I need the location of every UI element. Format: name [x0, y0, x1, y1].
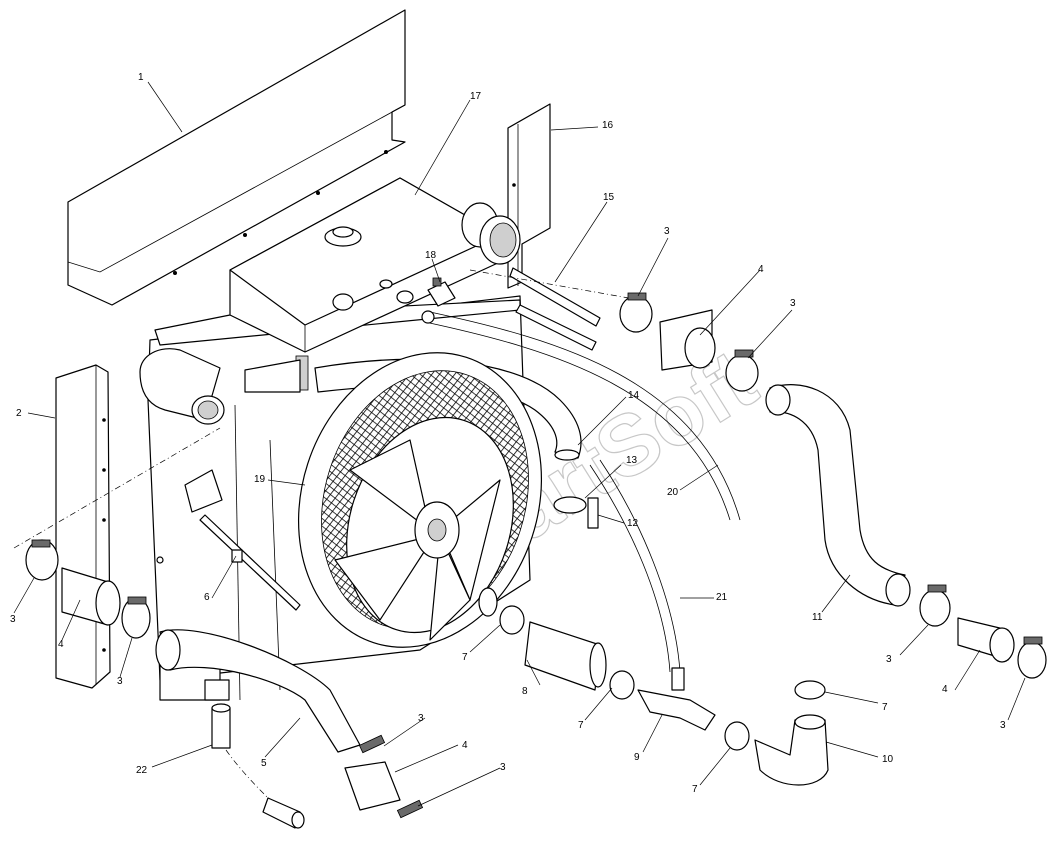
- callout-15: 15: [603, 192, 615, 203]
- callout-4: 4: [758, 264, 764, 275]
- callout-4: 4: [942, 684, 948, 695]
- callout-16: 16: [602, 120, 614, 131]
- callout-4: 4: [462, 740, 468, 751]
- callout-7: 7: [692, 784, 698, 795]
- small-hose-clamp: [553, 496, 599, 529]
- lower-left-hose: [155, 629, 361, 753]
- callout-10: 10: [882, 754, 894, 765]
- tube-rods: [509, 267, 601, 351]
- long-drain-hose: [421, 310, 741, 521]
- callout-labels: 1 2 3 3 3 3 3 3 3 3 4 4 4 4 5 6 7 7 7 7 …: [10, 72, 1006, 795]
- support-rod: [184, 469, 301, 611]
- callout-3: 3: [790, 298, 796, 309]
- tank-fitting: [427, 277, 456, 307]
- callout-6: 6: [204, 592, 210, 603]
- callout-3: 3: [117, 676, 123, 687]
- left-upper-pipe: [139, 348, 225, 425]
- drain-fitting: [211, 703, 305, 829]
- callout-14: 14: [628, 390, 640, 401]
- callout-18: 18: [425, 250, 437, 261]
- callout-2: 2: [16, 408, 22, 419]
- alignment-line-left: [13, 427, 221, 549]
- fan-blades: [334, 439, 501, 641]
- callout-7: 7: [882, 702, 888, 713]
- lower-middle-pipe-group: [478, 587, 829, 786]
- lower-left-sleeve: [344, 734, 424, 819]
- leader-lines: [13, 81, 1026, 807]
- callout-1: 1: [138, 72, 144, 83]
- overflow-hose: [589, 459, 681, 673]
- expansion-tank: [229, 177, 521, 391]
- callout-4: 4: [58, 639, 64, 650]
- alignment-line-right: [469, 269, 641, 301]
- callout-7: 7: [578, 720, 584, 731]
- callout-22: 22: [136, 765, 148, 776]
- lower-right-sleeve-group: [919, 584, 1047, 679]
- callout-20: 20: [667, 487, 679, 498]
- callout-3: 3: [1000, 720, 1006, 731]
- top-shroud-plate: [67, 9, 406, 306]
- callout-13: 13: [626, 455, 638, 466]
- callout-7: 7: [462, 652, 468, 663]
- callout-19: 19: [254, 474, 266, 485]
- right-radiator-hose: [765, 384, 911, 607]
- left-side-panel: [55, 364, 111, 689]
- callout-3: 3: [886, 654, 892, 665]
- callout-3: 3: [500, 762, 506, 773]
- callout-12: 12: [627, 518, 639, 529]
- callout-9: 9: [634, 752, 640, 763]
- callout-8: 8: [522, 686, 528, 697]
- callout-3: 3: [418, 713, 424, 724]
- callout-3: 3: [664, 226, 670, 237]
- callout-3: 3: [10, 614, 16, 625]
- upper-right-sleeve-group: [619, 292, 759, 392]
- right-side-panel: [507, 103, 551, 289]
- callout-11: 11: [812, 612, 823, 623]
- left-sleeve-group: [25, 539, 151, 639]
- callout-5: 5: [261, 758, 267, 769]
- callout-17: 17: [470, 91, 482, 102]
- callout-21: 21: [716, 592, 728, 603]
